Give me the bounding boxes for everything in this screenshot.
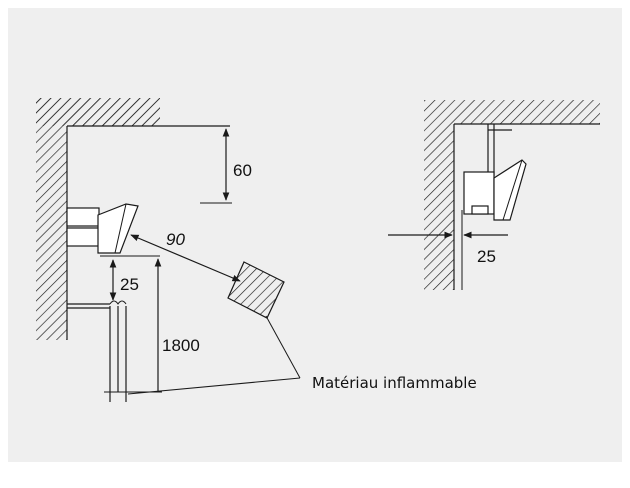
right-view: 25 [388,100,600,290]
left-view: 60 90 25 1800 [36,98,285,402]
dim-25-right-label: 25 [477,247,496,266]
heater-right [463,159,527,221]
dim-60-label: 60 [233,161,252,180]
flammable-block-left [227,261,285,319]
heater-left [66,203,139,254]
dim-90-line [130,234,241,282]
callout-label: Matériau inflammable [312,374,477,392]
callout: Matériau inflammable [127,315,477,395]
dim-1800-label: 1800 [162,336,200,355]
dim-90-label: 90 [166,230,185,249]
dim-25-left-label: 25 [120,275,139,294]
